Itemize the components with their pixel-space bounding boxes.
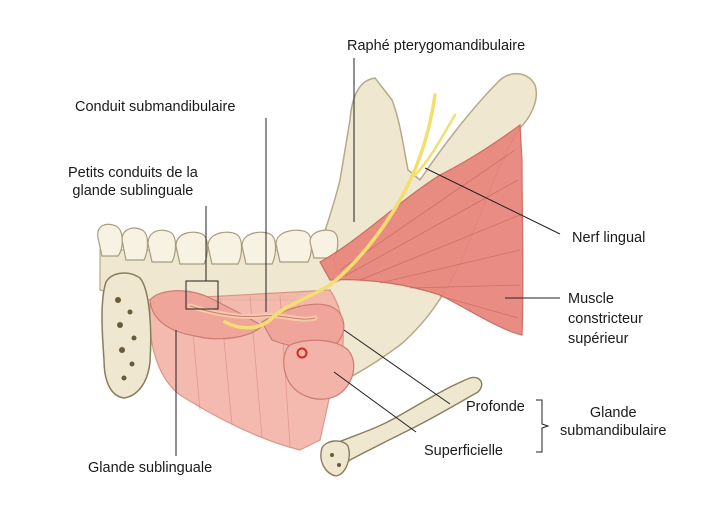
label-profonde: Profonde (466, 399, 525, 415)
label-muscle-constricteur: Muscle constricteur supérieur (568, 289, 643, 349)
label-glande-submandibulaire: Glande submandibulaire (560, 404, 666, 440)
label-petits-line2: glande sublinguale (72, 183, 194, 199)
label-glande-sublinguale: Glande sublinguale (88, 460, 213, 476)
label-muscle-line2: constricteur (568, 311, 643, 327)
label-superficielle: Superficielle (424, 443, 503, 459)
mandible-section-front (101, 272, 152, 399)
superior-constrictor-muscle (319, 123, 524, 336)
bone-trabeculae (115, 297, 137, 381)
label-conduit-submandibulaire: Conduit submandibulaire (75, 99, 236, 115)
leader-lines (175, 58, 561, 456)
label-muscle-line1: Muscle (568, 291, 614, 307)
label-raphe: Raphé pterygomandibulaire (347, 38, 526, 54)
petits-conduits-bracket (185, 280, 219, 310)
label-glande-sub-line1: Glande (589, 405, 637, 421)
label-glande-sub-line2: submandibulaire (560, 423, 667, 439)
muscle-striations (339, 149, 521, 319)
label-petits-line1: Petits conduits de la (68, 165, 198, 181)
label-muscle-line3: supérieur (568, 331, 629, 347)
lingual-nerve (223, 93, 437, 330)
submandibular-gland-superficial (283, 339, 355, 400)
lingual-nerve-branch (413, 113, 457, 177)
hyoid-section (320, 440, 350, 477)
teeth (97, 223, 339, 265)
label-petits-conduits: Petits conduits de la glande sublinguale (68, 164, 198, 200)
gland-marker (296, 347, 308, 359)
label-nerf-lingual: Nerf lingual (572, 230, 646, 246)
